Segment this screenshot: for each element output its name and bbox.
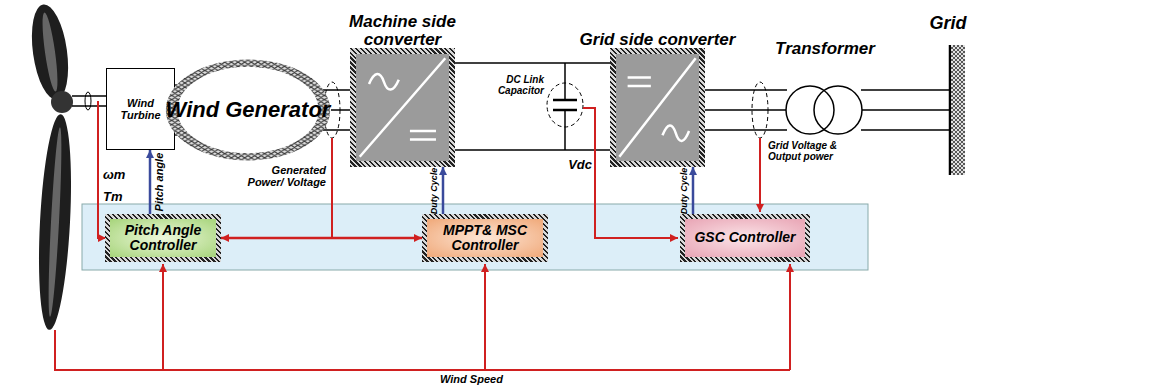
node-text: Pitch Angle Controller: [110, 223, 216, 254]
connector: [455, 62, 610, 64]
part-name: DC Link Capacitor: [486, 74, 544, 96]
generator-ellipse: Wind Generator: [165, 58, 331, 162]
converter-symbol: [356, 54, 449, 161]
part-name: Grid: [918, 14, 978, 34]
signal-name: Wind Speed: [440, 373, 530, 385]
measurement-ring: [547, 83, 583, 127]
grid-wires: [705, 86, 950, 134]
converter-box: Machine side converter: [350, 48, 455, 167]
measurement-ring: [752, 82, 768, 138]
part-name: Transformer: [770, 40, 880, 59]
converter-heading: Grid side converter: [578, 31, 738, 50]
converter-box: Grid side converter: [610, 48, 705, 167]
node-text: Wind Turbine: [107, 97, 174, 121]
signal-name: Vdc: [564, 158, 592, 172]
turbine-box: Wind Turbine: [106, 68, 175, 150]
connector-label: Duty Cycle: [430, 167, 440, 214]
connector-label: Pitch angle: [153, 153, 165, 212]
connector: [149, 150, 152, 214]
connector: [221, 237, 422, 240]
turbine-blades: [26, 2, 75, 331]
grid-symbol: [950, 45, 965, 175]
signal-name: Generated Power/ Voltage: [236, 164, 326, 188]
converter-symbol-lines: [360, 58, 446, 156]
dc-link: [455, 63, 610, 150]
connector: [331, 109, 350, 111]
converter-heading: Machine side converter: [323, 13, 483, 50]
controller-box: Pitch Angle Controller: [105, 214, 221, 262]
node-text: Wind Generator: [166, 98, 331, 122]
connector-label: Duty Cycle: [680, 167, 690, 214]
converter-symbol-lines: [619, 58, 695, 156]
converter-symbol: [616, 54, 699, 161]
node-text: MPPT& MSC Controller: [427, 223, 543, 254]
connector: [442, 167, 445, 214]
signal-name: Grid Voltage & Output power: [768, 140, 850, 162]
controller-panel: [82, 204, 868, 270]
controller-box: MPPT& MSC Controller: [422, 214, 548, 262]
signal-name: ωm: [103, 168, 133, 182]
controller-box: GSC Controller: [680, 214, 810, 262]
connector: [692, 167, 695, 214]
node-text: GSC Controller: [694, 230, 795, 245]
signal-name: Tm: [103, 190, 133, 204]
